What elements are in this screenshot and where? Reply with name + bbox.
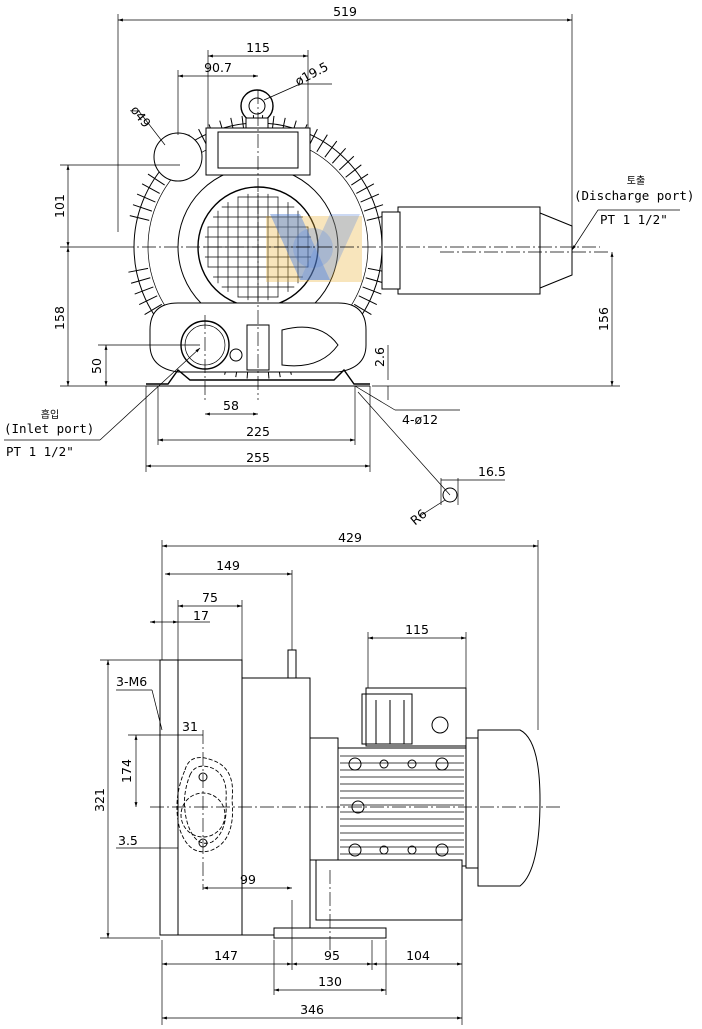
motor-bolt-3 bbox=[348, 843, 362, 857]
dim-346: 346 bbox=[300, 1002, 324, 1017]
discharge-flange bbox=[381, 211, 401, 290]
motor-collar bbox=[309, 737, 339, 861]
discharge-label: (Discharge port) bbox=[574, 188, 694, 203]
motor-endcap bbox=[465, 737, 479, 869]
side-view: 429 149 75 17 115 321 3-M6 31 174 bbox=[92, 530, 560, 1025]
motor-bolt-8 bbox=[379, 845, 389, 855]
fin bbox=[147, 173, 165, 186]
motor-bolt-1 bbox=[348, 757, 362, 771]
center-strut bbox=[246, 324, 270, 371]
dim-225: 225 bbox=[246, 424, 270, 439]
terminal-cover bbox=[361, 693, 413, 745]
dim-3-m6: 3-M6 bbox=[116, 674, 147, 689]
dim-156: 156 bbox=[596, 307, 611, 331]
dim-16-5: 16.5 bbox=[478, 464, 506, 479]
dim-130: 130 bbox=[318, 974, 342, 989]
fin bbox=[134, 286, 154, 295]
dim-phi49: ø49 bbox=[128, 103, 154, 131]
watermark-logo bbox=[266, 214, 362, 282]
fin bbox=[129, 215, 150, 221]
discharge-thread: PT 1 1/2" bbox=[600, 212, 668, 227]
fin bbox=[130, 277, 151, 284]
dim-101: 101 bbox=[52, 194, 67, 218]
fin bbox=[338, 155, 355, 171]
dim-50: 50 bbox=[89, 358, 104, 374]
inlet-plate bbox=[176, 757, 234, 853]
fin bbox=[144, 303, 163, 316]
dim-429: 429 bbox=[338, 530, 362, 545]
inlet-label: (Inlet port) bbox=[4, 421, 94, 436]
dim-95: 95 bbox=[324, 948, 340, 963]
fin bbox=[353, 303, 372, 316]
dim-31: 31 bbox=[182, 719, 198, 734]
motor-bolt-2 bbox=[435, 757, 449, 771]
dim-58: 58 bbox=[223, 398, 239, 413]
motor-bolt-7 bbox=[407, 759, 417, 769]
fin bbox=[324, 140, 338, 158]
side-terminal-box bbox=[365, 687, 467, 747]
dim-4-phi12: 4-ø12 bbox=[402, 412, 438, 427]
motor-foot bbox=[315, 859, 463, 921]
dim-3-5: 3.5 bbox=[118, 833, 138, 848]
dim-174: 174 bbox=[119, 759, 134, 783]
dim-115-side: 115 bbox=[405, 622, 429, 637]
motor-bolt-9 bbox=[407, 845, 417, 855]
fin bbox=[356, 183, 375, 194]
eye-bolt-base bbox=[245, 117, 269, 129]
fin bbox=[316, 134, 328, 152]
fin bbox=[345, 164, 362, 178]
dim-321: 321 bbox=[92, 788, 107, 812]
fin bbox=[136, 193, 156, 203]
dim-104: 104 bbox=[406, 948, 430, 963]
fin bbox=[138, 295, 158, 306]
dim-255: 255 bbox=[246, 450, 270, 465]
blower-housing bbox=[159, 659, 179, 936]
eye-bolt-hole bbox=[248, 97, 266, 115]
top-stud bbox=[287, 649, 297, 679]
dim-17: 17 bbox=[193, 608, 209, 623]
fin bbox=[331, 147, 347, 164]
dim-147: 147 bbox=[214, 948, 238, 963]
right-lobe bbox=[281, 326, 339, 367]
fin bbox=[128, 267, 149, 273]
inlet-korean: 흡입 bbox=[41, 408, 59, 421]
small-bolt bbox=[229, 348, 243, 362]
dim-90-7: 90.7 bbox=[204, 60, 232, 75]
blower-back bbox=[241, 677, 311, 936]
dim-2-6: 2.6 bbox=[372, 347, 387, 367]
slot-detail bbox=[442, 487, 458, 503]
discharge-body bbox=[397, 206, 541, 295]
dim-519: 519 bbox=[333, 4, 357, 19]
dim-149: 149 bbox=[216, 558, 240, 573]
dim-158: 158 bbox=[52, 306, 67, 330]
front-view: 519 115 90.7 ø19.5 ø49 101 158 50 1 bbox=[4, 4, 694, 528]
fin bbox=[360, 193, 380, 203]
fin bbox=[358, 295, 378, 306]
eye-bolt bbox=[240, 89, 274, 123]
cable-gland bbox=[431, 716, 449, 734]
dim-99: 99 bbox=[240, 872, 256, 887]
fin bbox=[362, 286, 382, 295]
dim-75: 75 bbox=[202, 590, 218, 605]
motor-bolt-6 bbox=[379, 759, 389, 769]
fin bbox=[141, 183, 160, 194]
discharge-korean: 토출 bbox=[627, 175, 645, 187]
dim-115-top: 115 bbox=[246, 40, 270, 55]
discharge-nozzle bbox=[539, 212, 573, 289]
inlet-thread: PT 1 1/2" bbox=[6, 444, 74, 459]
fan-cover bbox=[477, 729, 541, 887]
motor-bolt-4 bbox=[435, 843, 449, 857]
fin bbox=[132, 204, 153, 212]
fin bbox=[351, 173, 369, 186]
dim-r6: R6 bbox=[407, 506, 429, 528]
fin bbox=[363, 204, 384, 212]
base-foot bbox=[146, 368, 370, 385]
